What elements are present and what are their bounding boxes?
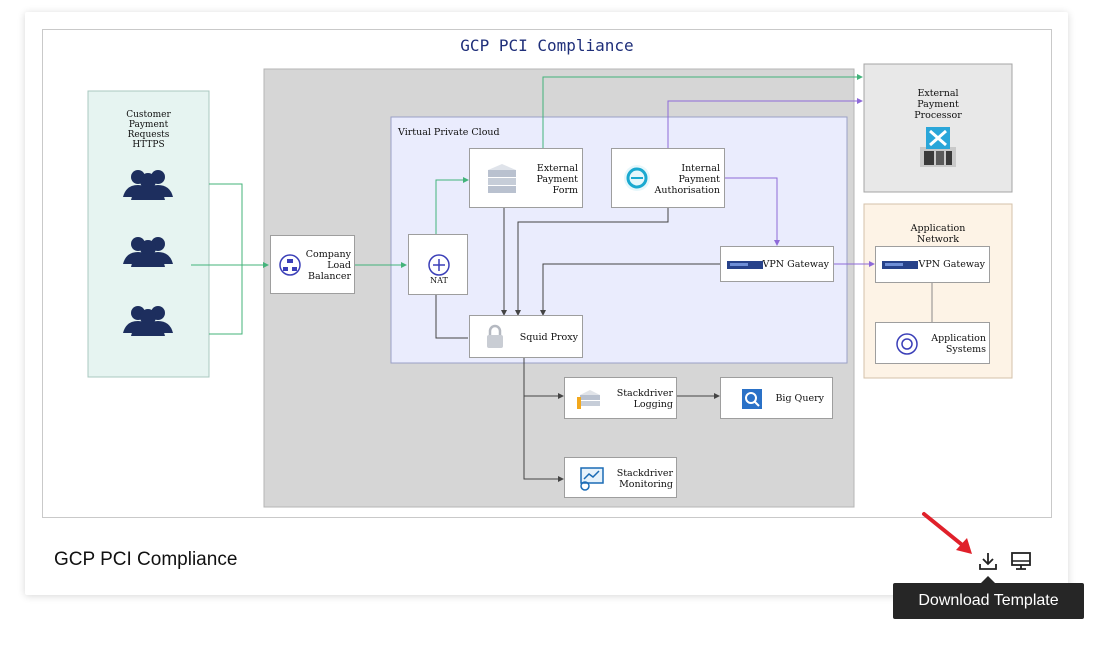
template-title[interactable]: GCP PCI Compliance	[54, 549, 238, 570]
vpc-label: Virtual Private Cloud	[398, 127, 500, 138]
lock-icon	[487, 324, 503, 348]
vpn-gateway-left-label: VPN Gateway	[762, 259, 829, 270]
pointer-arrow	[922, 512, 972, 554]
sync-icon	[624, 165, 650, 191]
user-group-icon	[123, 170, 173, 200]
external-processor-label: External Payment Processor	[914, 88, 962, 121]
monitoring-icon	[580, 467, 604, 491]
monitor-icon[interactable]	[1010, 551, 1032, 571]
download-tooltip: Download Template	[893, 576, 1084, 619]
diagram-title: GCP PCI Compliance	[460, 36, 634, 55]
app-systems-icon	[896, 333, 918, 355]
application-network-label: Application Network	[910, 223, 966, 245]
user-group-icon	[123, 306, 173, 336]
vpn-gateway-right-label: VPN Gateway	[918, 259, 985, 270]
stackdriver-logging-label: Stackdriver Logging	[616, 388, 673, 410]
internal-payment-auth-node[interactable]: Internal Payment Authorisation	[611, 148, 725, 208]
vpn-gateway-right-node[interactable]: VPN Gateway	[875, 246, 990, 283]
payment-terminal-icon	[920, 127, 956, 167]
big-query-icon	[742, 389, 762, 409]
squid-proxy-label: Squid Proxy	[519, 332, 578, 343]
nat-node[interactable]: NAT	[408, 234, 468, 295]
big-query-label: Big Query	[775, 393, 824, 404]
external-payment-form-label: External Payment Form	[536, 163, 578, 196]
load-balancer-icon	[279, 254, 301, 276]
user-group-icon	[123, 237, 173, 267]
application-systems-label: Application Systems	[931, 333, 986, 355]
vpn-gateway-left-node[interactable]: VPN Gateway	[720, 246, 834, 282]
nat-label: NAT	[430, 276, 448, 285]
server-stack-icon	[488, 164, 516, 193]
big-query-node[interactable]: Big Query	[720, 377, 833, 419]
application-systems-node[interactable]: Application Systems	[875, 322, 990, 364]
download-icon[interactable]	[978, 551, 998, 571]
squid-proxy-node[interactable]: Squid Proxy	[469, 315, 583, 358]
customer-label: Customer Payment Requests HTTPS	[126, 110, 171, 150]
vpn-device-icon	[727, 261, 763, 269]
internal-payment-auth-label: Internal Payment Authorisation	[654, 163, 720, 196]
diagram-preview[interactable]: GCP PCI Compliance	[42, 29, 1052, 518]
stackdriver-logging-node[interactable]: Stackdriver Logging	[564, 377, 677, 419]
stackdriver-monitoring-node[interactable]: Stackdriver Monitoring	[564, 457, 677, 498]
external-payment-form-node[interactable]: External Payment Form	[469, 148, 583, 208]
stackdriver-monitoring-label: Stackdriver Monitoring	[616, 468, 673, 490]
load-balancer-node[interactable]: Company Load Balancer	[270, 235, 355, 294]
load-balancer-label: Company Load Balancer	[305, 249, 351, 282]
vpn-device-icon	[882, 261, 918, 269]
nat-icon	[428, 254, 450, 276]
logging-icon	[577, 390, 600, 409]
